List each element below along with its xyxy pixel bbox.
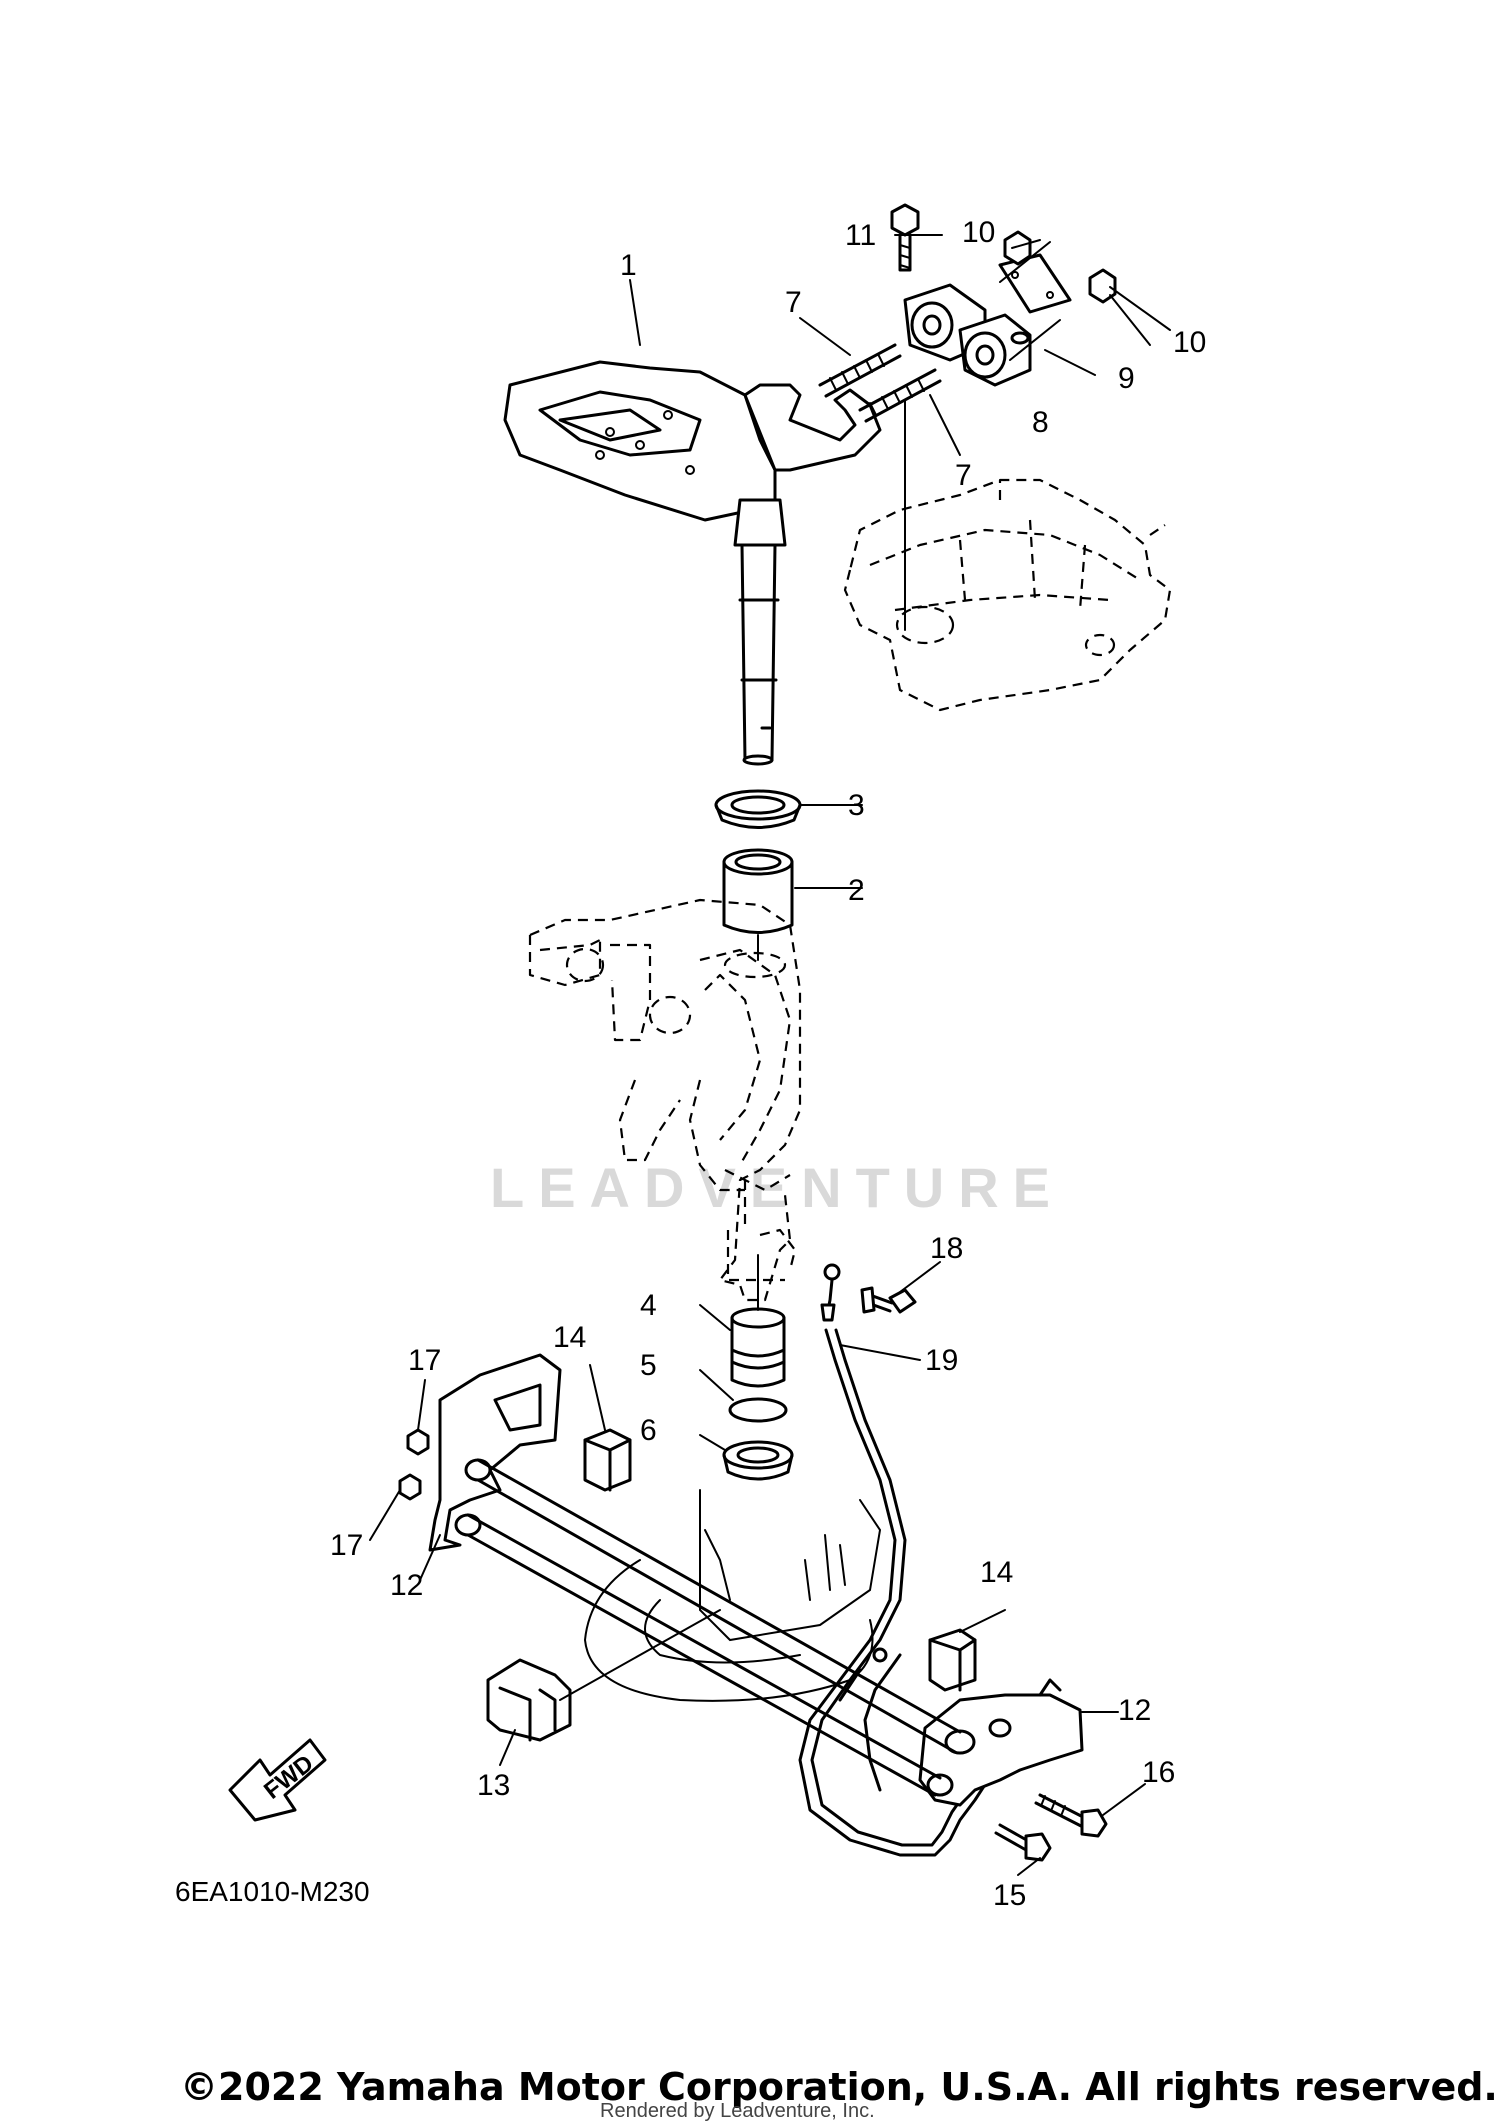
callout-3: 3 (848, 789, 865, 822)
fwd-arrow-icon: FWD (228, 1738, 327, 1822)
part-12-clamp-brackets[interactable] (428, 1353, 1084, 1807)
leader-lines (369, 234, 1171, 1876)
callout-5: 5 (640, 1349, 657, 1382)
callout-17-upper: 17 (408, 1344, 441, 1377)
part-2-bushing[interactable] (722, 848, 794, 934)
callout-10-right: 10 (1173, 326, 1206, 359)
clamp-rods (466, 1458, 962, 1797)
part-3-seal[interactable] (714, 789, 802, 829)
callout-17-lower: 17 (330, 1529, 363, 1562)
callout-15: 15 (993, 1879, 1026, 1912)
callout-19: 19 (925, 1344, 958, 1377)
part-14-rubber-blocks[interactable] (583, 1428, 977, 1692)
callout-18: 18 (930, 1232, 963, 1265)
callout-12-right: 12 (1118, 1694, 1151, 1727)
part-9-mount-plate[interactable] (998, 253, 1072, 314)
part-17-nuts[interactable] (398, 1428, 430, 1501)
callout-9: 9 (1118, 362, 1135, 395)
callout-1: 1 (620, 249, 637, 282)
part-18-screw[interactable] (860, 1286, 917, 1314)
callout-12-left: 12 (390, 1569, 423, 1602)
callout-11: 11 (845, 219, 876, 252)
callout-6: 6 (640, 1414, 657, 1447)
callout-7-lower: 7 (955, 459, 972, 492)
part-11-bolt[interactable] (890, 203, 920, 272)
callout-7-upper: 7 (785, 286, 802, 319)
swivel-bracket-outline (528, 898, 802, 1302)
copyright-notice: ©2022 Yamaha Motor Corporation, U.S.A. A… (180, 2065, 1498, 2109)
drawing-code: 6EA1010-M230 (175, 1876, 370, 1907)
callout-4: 4 (640, 1289, 657, 1322)
part-13-grommet[interactable] (486, 1658, 572, 1742)
part-7-stud-bolts[interactable] (818, 343, 942, 423)
callout-14-right: 14 (980, 1556, 1013, 1589)
bottom-cowling-outline (843, 478, 1172, 712)
callout-13: 13 (477, 1769, 510, 1802)
callout-8: 8 (1032, 406, 1049, 439)
watermark: LEADVENTURE (490, 1156, 1065, 1219)
part-4-lower-bushing[interactable] (730, 1307, 786, 1388)
part-5-o-ring[interactable] (728, 1397, 788, 1423)
callout-14-left: 14 (553, 1321, 586, 1354)
part-8-upper-mounts[interactable] (903, 283, 1032, 387)
part-16-long-bolt[interactable] (1034, 1793, 1108, 1838)
callout-2: 2 (848, 874, 865, 907)
part-15-bolt[interactable] (994, 1823, 1052, 1862)
part-10-nuts[interactable] (1003, 230, 1117, 304)
lower-unit-outline (583, 1489, 882, 1702)
callout-labels: 1 2 3 4 5 6 7 7 8 9 10 10 11 12 12 13 14… (330, 216, 1206, 1912)
part-1-steering-bracket[interactable] (503, 360, 882, 766)
part-6-lower-seal[interactable] (722, 1440, 794, 1481)
callout-16: 16 (1142, 1756, 1175, 1789)
rendered-by-credit: Rendered by Leadventure, Inc. (600, 2100, 875, 2122)
callout-10-upper: 10 (962, 216, 995, 249)
